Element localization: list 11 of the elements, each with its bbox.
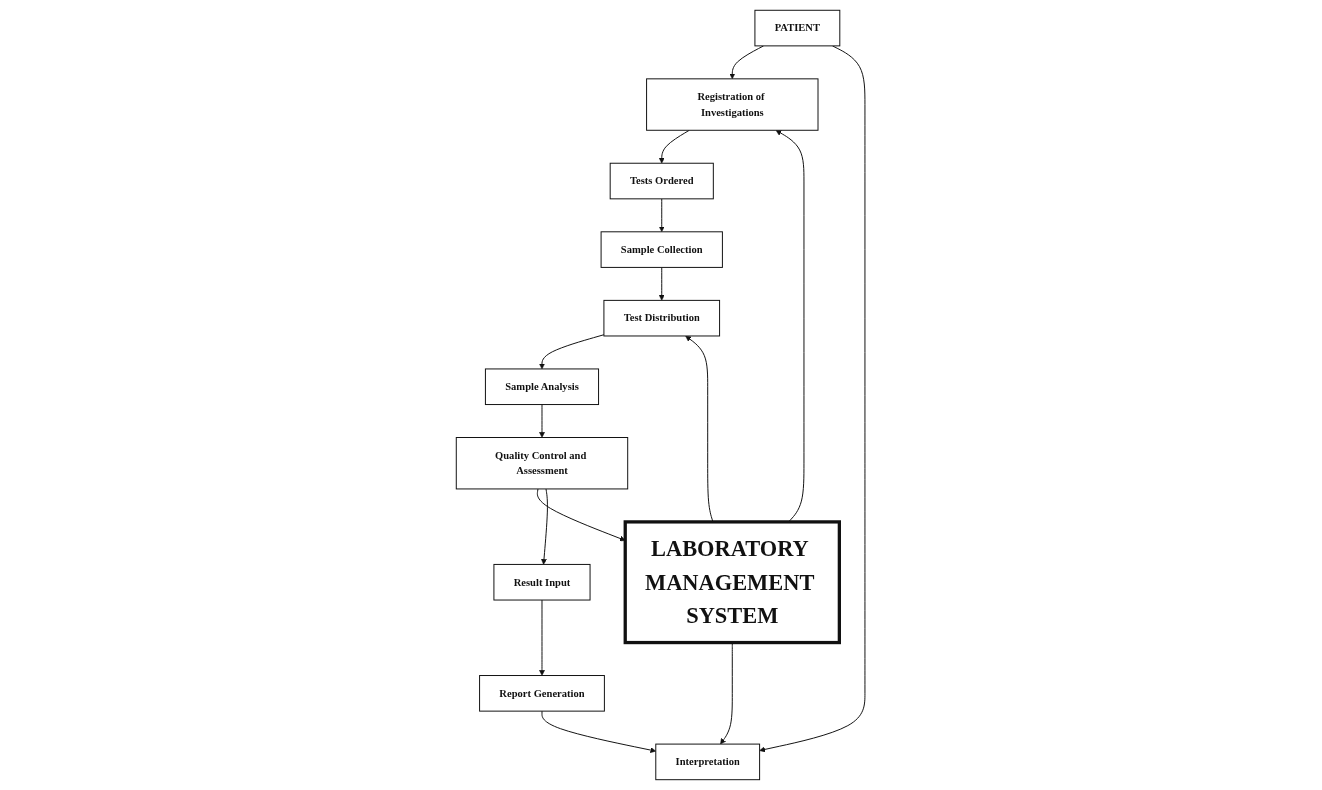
node-box: Sample Analysis <box>485 368 600 406</box>
node-box: Sample Collection <box>601 231 724 268</box>
node-box: Result Input <box>493 563 591 601</box>
node-box: Report Generation <box>479 675 606 712</box>
node-box: Quality Control and Assessment <box>456 437 629 490</box>
node-box: PATIENT <box>754 9 841 47</box>
node-box: Interpretation <box>655 743 761 781</box>
node-box: Test Distribution <box>603 299 721 337</box>
node-box: Tests Ordered <box>610 162 715 200</box>
node-box: LABORATORY MANAGEMENT SYSTEM <box>623 520 842 645</box>
node-box: Registration of Investigations <box>646 78 819 131</box>
